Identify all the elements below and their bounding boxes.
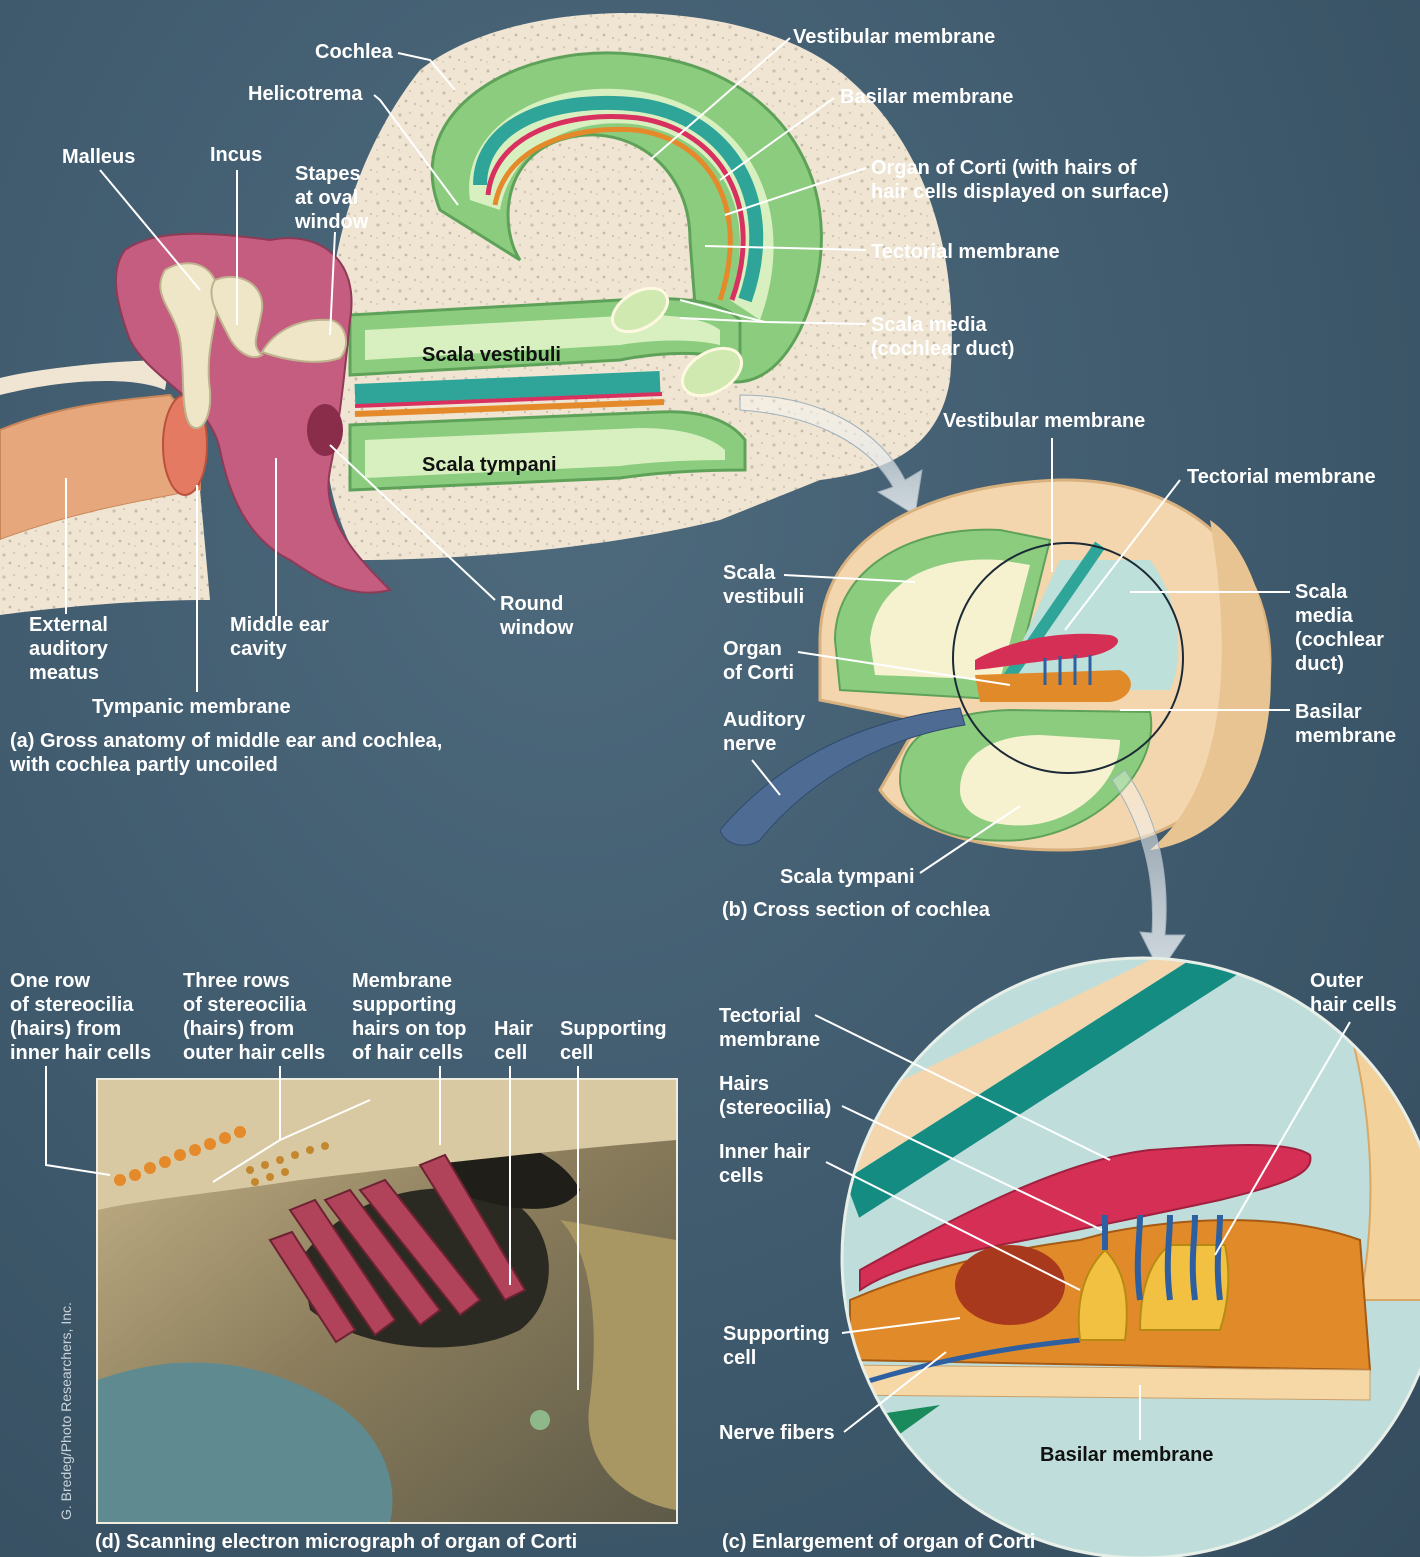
panel-b-artwork [720,480,1271,850]
label-tympanic-membrane: Tympanic membrane [92,695,291,719]
photo-credit: G. Bredeg/Photo Researchers, Inc. [58,1302,74,1520]
caption-panel-d: (d) Scanning electron micrograph of orga… [95,1530,577,1554]
caption-panel-a: (a) Gross anatomy of middle ear and coch… [10,729,442,777]
label-membrane-supporting-hairs: Membrane supporting hairs on top of hair… [352,969,466,1065]
label-scala-media-a: Scala media (cochlear duct) [871,313,1014,361]
panel-d-artwork [96,1078,678,1524]
label-inner-hair-cells: Inner hair cells [719,1140,810,1188]
label-organ-of-corti-b: Organ of Corti [723,637,794,685]
caption-panel-b: (b) Cross section of cochlea [722,898,990,922]
label-external-auditory-meatus: External auditory meatus [29,613,108,685]
label-auditory-nerve: Auditory nerve [723,708,805,756]
label-outer-hair-cells: Outer hair cells [1310,969,1397,1017]
sem-globule [530,1410,550,1430]
label-helicotrema: Helicotrema [248,82,363,106]
label-scala-vestibuli-a: Scala vestibuli [422,343,561,367]
straight-teal-band [355,382,660,395]
label-scala-tympani-a: Scala tympani [422,453,557,477]
label-basilar-membrane-c: Basilar membrane [1040,1443,1213,1467]
cross-organ [975,670,1131,702]
label-tectorial-membrane-a: Tectorial membrane [871,240,1060,264]
label-tectorial-membrane-b: Tectorial membrane [1187,465,1376,489]
label-three-rows-stereocilia: Three rows of stereocilia (hairs) from o… [183,969,325,1065]
label-middle-ear-cavity: Middle ear cavity [230,613,329,661]
canal-wall-top [0,360,170,395]
label-stapes: Stapes at oval window [295,162,368,234]
label-hair-cell-d: Hair cell [494,1017,533,1065]
label-hairs-stereocilia: Hairs (stereocilia) [719,1072,831,1120]
c-inner-dark-cell [955,1245,1065,1325]
label-basilar-membrane-b: Basilar membrane [1295,700,1396,748]
panel-c-artwork [820,958,1420,1557]
label-scala-media-b: Scala media (cochlear duct) [1295,580,1384,676]
label-one-row-stereocilia: One row of stereocilia (hairs) from inne… [10,969,151,1065]
label-malleus: Malleus [62,145,135,169]
label-cochlea: Cochlea [315,40,393,64]
caption-panel-c: (c) Enlargement of organ of Corti [722,1530,1035,1554]
label-nerve-fibers: Nerve fibers [719,1421,835,1445]
label-supporting-cell-d: Supporting cell [560,1017,667,1065]
label-scala-tympani-b: Scala tympani [780,865,915,889]
label-tectorial-membrane-c: Tectorial membrane [719,1004,820,1052]
label-round-window: Round window [500,592,573,640]
round-window-shape [307,404,343,456]
label-organ-of-corti-a: Organ of Corti (with hairs of hair cells… [871,156,1169,204]
c-basilar-layer [840,1365,1370,1400]
label-supporting-cell-c: Supporting cell [723,1322,830,1370]
panel-a-artwork [0,13,952,615]
label-vestibular-membrane-b: Vestibular membrane [943,409,1145,433]
label-vestibular-membrane-a: Vestibular membrane [793,25,995,49]
label-scala-vestibuli-b: Scala vestibuli [723,561,804,609]
label-incus: Incus [210,143,262,167]
label-basilar-membrane-a: Basilar membrane [840,85,1013,109]
